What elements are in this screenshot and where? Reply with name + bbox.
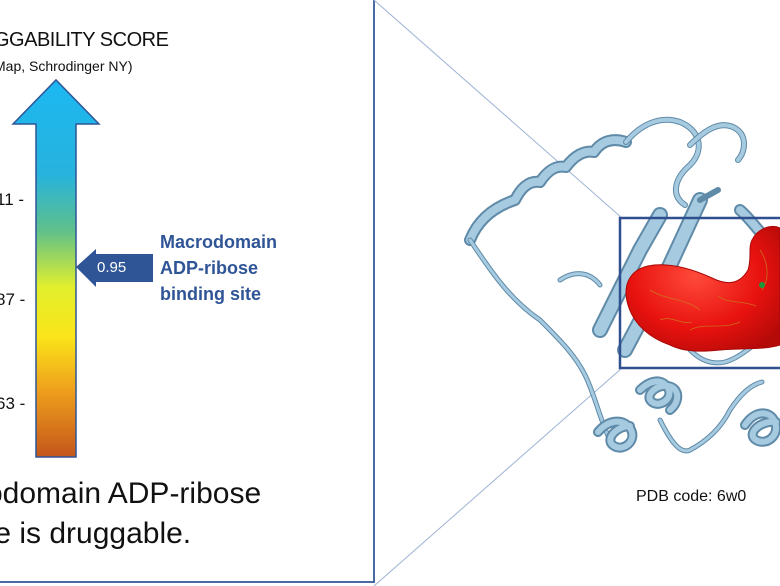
site-label-line-3: binding site: [160, 284, 261, 304]
up-arrow-gradient-icon: [11, 78, 101, 458]
zoom-box: [618, 216, 780, 370]
score-panel-border: [0, 0, 375, 583]
site-label-line-1: Macrodomain: [160, 232, 278, 252]
conclusion-text: odomain ADP-ribose te is druggable.: [0, 474, 261, 554]
tick-label-lower: 63 -: [0, 394, 26, 413]
conclusion-line-1: odomain ADP-ribose: [0, 477, 262, 510]
site-label: Macrodomain ADP-ribose binding site: [160, 229, 277, 307]
binding-pocket-icon: [625, 226, 780, 352]
tick-label-middle: 87 -: [0, 290, 26, 309]
score-subtitle: Map, Schrodinger NY): [0, 58, 133, 74]
site-label-line-2: ADP-ribose: [160, 258, 259, 278]
protein-ribbon-icon: [464, 116, 780, 454]
pdb-code-label: PDB code: 6w0: [636, 488, 747, 505]
conclusion-line-2: te is druggable.: [0, 517, 192, 550]
zoom-line-top: [373, 0, 623, 219]
tick-label-upper: 11 -: [0, 190, 25, 209]
site-score-value: 0.95: [97, 259, 127, 276]
zoom-line-bottom: [373, 367, 623, 586]
score-title: GGABILITY SCORE: [0, 29, 169, 51]
pointer-arrow-icon: [76, 249, 153, 287]
